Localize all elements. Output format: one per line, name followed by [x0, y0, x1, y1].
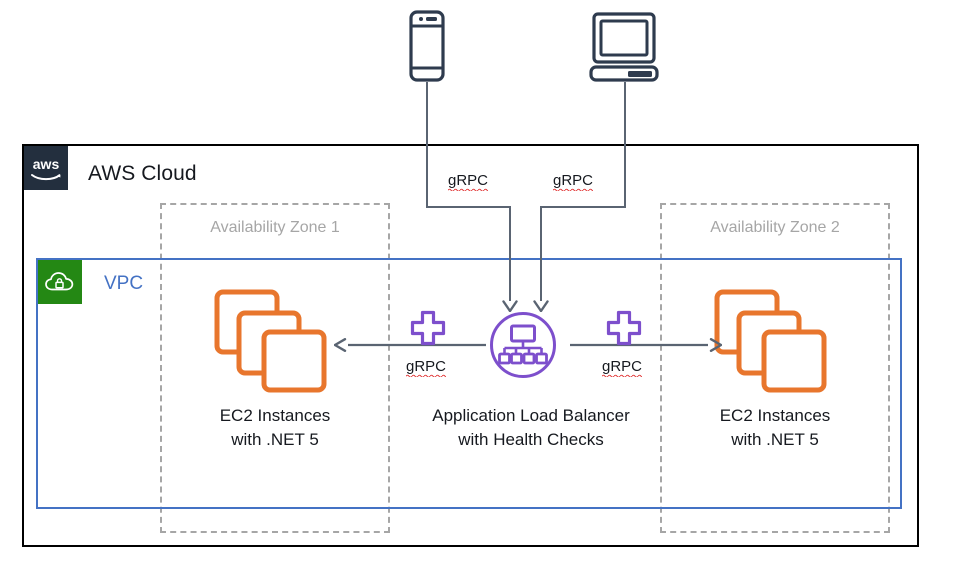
- aws-logo-icon: aws: [24, 146, 68, 190]
- ec2-zone1-caption-line1: EC2 Instances: [219, 406, 331, 425]
- connector-mobile-horizontal: [426, 206, 511, 208]
- ec2-instances-icon-zone2: [714, 289, 830, 398]
- grpc-label-zone1: gRPC: [406, 358, 447, 377]
- availability-zone-2-label: Availability Zone 2: [710, 219, 840, 236]
- load-balancer-caption: Application Load Balancer with Health Ch…: [400, 404, 662, 452]
- health-check-cross-icon-left: [410, 310, 446, 351]
- availability-zone-1-boundary: [160, 203, 390, 533]
- svg-text:aws: aws: [33, 156, 60, 172]
- vpc-boundary: [36, 258, 902, 509]
- connector-laptop-vertical-lower: [540, 206, 542, 301]
- connector-mobile-vertical-lower: [509, 206, 511, 301]
- ec2-zone1-caption: EC2 Instances with .NET 5: [163, 404, 387, 452]
- connector-laptop-horizontal: [540, 206, 626, 208]
- load-balancer-caption-line1: Application Load Balancer: [432, 406, 630, 425]
- connector-laptop-vertical-upper: [624, 82, 626, 208]
- grpc-label-mobile: gRPC: [448, 172, 489, 191]
- ec2-zone1-caption-line2: with .NET 5: [231, 430, 319, 450]
- ec2-instances-icon-zone1: [214, 289, 330, 398]
- availability-zone-1-label: Availability Zone 1: [210, 219, 340, 236]
- health-check-cross-icon-right: [606, 310, 642, 351]
- vpc-cloud-lock-icon: [38, 260, 82, 304]
- laptop-computer-icon: [588, 10, 660, 87]
- connector-mobile-vertical-upper: [426, 82, 428, 208]
- mobile-phone-icon: [408, 10, 446, 87]
- ec2-zone2-caption: EC2 Instances with .NET 5: [663, 404, 887, 452]
- ec2-zone2-caption-line2: with .NET 5: [731, 430, 819, 450]
- aws-cloud-boundary: [22, 144, 919, 547]
- arrow-alb-to-ec2-zone2: [570, 338, 723, 357]
- availability-zone-2-boundary: [660, 203, 890, 533]
- arrow-alb-to-ec2-zone1: [333, 338, 486, 357]
- application-load-balancer-icon: [489, 311, 557, 384]
- connector-mobile-arrowhead: [502, 296, 518, 317]
- vpc-label: VPC: [104, 273, 144, 294]
- connector-laptop-arrowhead: [533, 296, 549, 317]
- grpc-label-desktop: gRPC: [553, 172, 594, 191]
- ec2-zone2-caption-line1: EC2 Instances: [719, 406, 831, 425]
- grpc-label-zone2: gRPC: [602, 358, 643, 377]
- aws-cloud-label: AWS Cloud: [88, 162, 197, 185]
- load-balancer-caption-line2: with Health Checks: [458, 430, 604, 450]
